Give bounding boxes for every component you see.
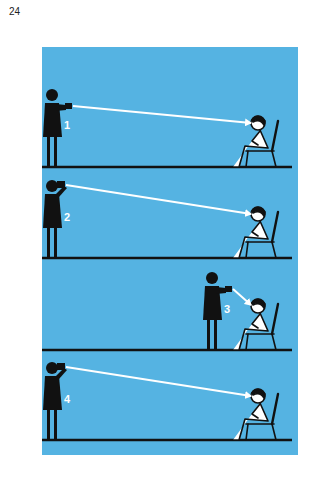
callout-number: 3 bbox=[224, 304, 230, 315]
callout-number: 4 bbox=[64, 394, 70, 405]
callout-number: 1 bbox=[64, 120, 70, 131]
callout-number: 2 bbox=[64, 212, 70, 223]
page-number: 24 bbox=[9, 7, 20, 17]
